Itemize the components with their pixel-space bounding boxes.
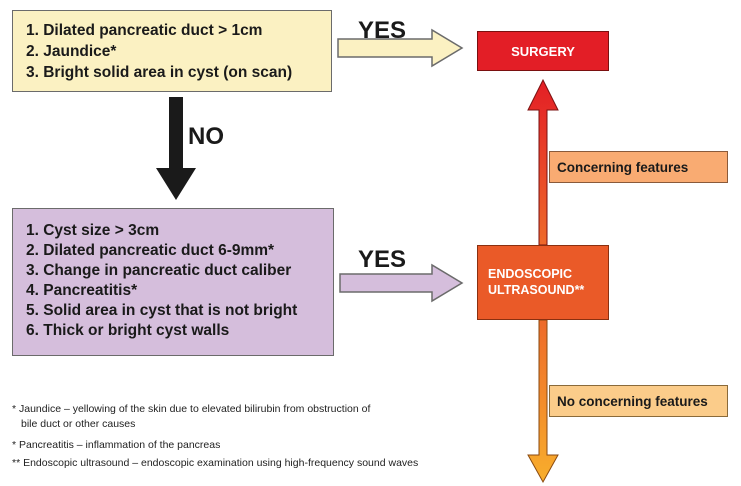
worrisome-criteria-box: 1. Cyst size > 3cm 2. Dilated pancreatic… [12,208,334,356]
criteria-item: 6. Thick or bright cyst walls [26,322,230,339]
concerning-features-label: Concerning features [557,159,689,175]
yes-arrow-top [337,28,464,68]
criteria-item: 1. Cyst size > 3cm [26,222,160,239]
high-risk-criteria-box: 1. Dilated pancreatic duct > 1cm 2. Jaun… [12,10,332,92]
down-arrow-from-eus [527,319,559,484]
criteria-item: 2. Dilated pancreatic duct 6-9mm* [26,242,275,259]
yes-label-top: YES [358,17,407,44]
up-arrow-to-surgery [527,78,559,246]
no-concerning-features-label: No concerning features [557,393,708,409]
yes-arrow-middle [339,263,464,303]
concerning-features-box: Concerning features [549,151,728,183]
criteria-item: 3. Bright solid area in cyst (on scan) [26,64,293,81]
endoscopic-ultrasound-box: ENDOSCOPIC ULTRASOUND** [477,245,609,320]
criteria-item: 3. Change in pancreatic duct caliber [26,262,292,279]
footnotes: * Jaundice – yellowing of the skin due t… [12,402,418,471]
criteria-item: 4. Pancreatitis* [26,282,138,299]
footnote-endoscopic: ** Endoscopic ultrasound – endoscopic ex… [12,457,419,469]
no-concerning-features-box: No concerning features [549,385,728,417]
criteria-item: 1. Dilated pancreatic duct > 1cm [26,22,263,39]
surgery-label: SURGERY [511,43,575,59]
yes-label-middle: YES [358,246,407,273]
footnote-pancreatitis: * Pancreatitis – inflammation of the pan… [12,439,221,451]
footnote-jaundice: * Jaundice – yellowing of the skin due t… [12,403,371,415]
surgery-box: SURGERY [477,31,609,71]
endoscopic-label-line2: ULTRASOUND** [488,283,585,297]
no-arrow [156,97,196,200]
criteria-item: 5. Solid area in cyst that is not bright [26,302,298,319]
footnote-jaundice-cont: bile duct or other causes [21,418,136,430]
criteria-item: 2. Jaundice* [26,43,117,60]
endoscopic-label-line1: ENDOSCOPIC [488,267,573,281]
no-label: NO [188,123,224,150]
